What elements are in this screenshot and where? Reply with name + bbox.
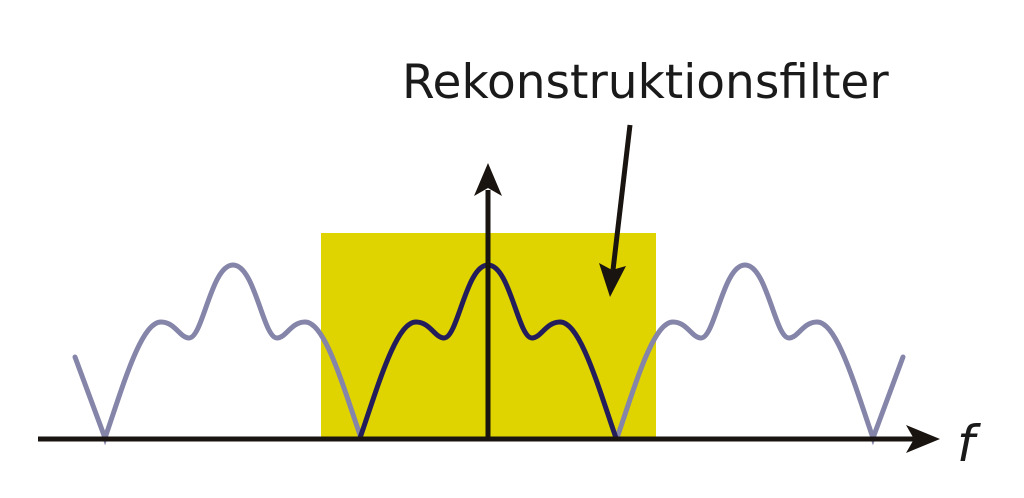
vertical-axis-arrowhead (474, 163, 502, 196)
frequency-axis-arrowhead (906, 425, 940, 453)
spectrum-image-right (614, 262, 906, 446)
callout-arrow-line (610, 124, 633, 271)
filter-label: Rekonstruktionsfilter (402, 55, 889, 110)
spectrum-image-left (72, 262, 364, 446)
callout-arrowhead (599, 263, 626, 297)
axis-label-f: f (957, 415, 981, 473)
